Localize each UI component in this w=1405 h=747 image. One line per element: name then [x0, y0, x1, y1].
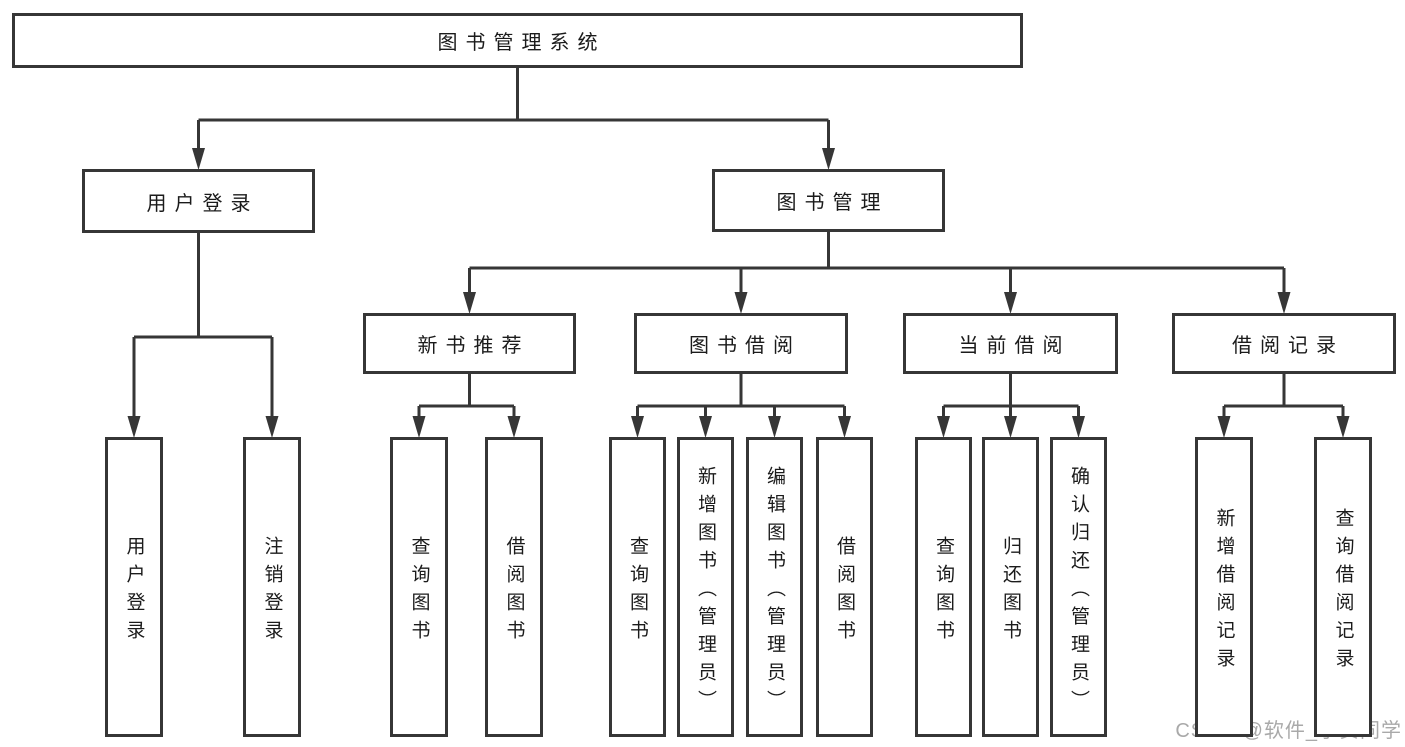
- node-label: 当前借阅: [958, 335, 1071, 357]
- diagram-node-ul-login: 用户登录: [105, 437, 163, 737]
- diagram-node-user-login: 用户登录: [82, 169, 315, 233]
- node-label: 图书借阅: [689, 335, 801, 357]
- node-label: 编辑图书（管理员）: [764, 465, 785, 718]
- arrowhead-down-icon: [127, 416, 141, 438]
- arrowhead-down-icon: [1336, 416, 1350, 438]
- node-label: 用户登录: [123, 535, 145, 648]
- diagram-node-root: 图书管理系统: [12, 13, 1023, 68]
- diagram-node-ul-logout: 注销登录: [243, 437, 301, 737]
- node-label: 新书推荐: [417, 335, 530, 357]
- node-label: 归还图书: [1000, 535, 1021, 648]
- node-label: 借阅图书: [834, 535, 855, 648]
- arrowhead-down-icon: [507, 416, 521, 438]
- diagram-node-borrow-records: 借阅记录: [1172, 313, 1396, 374]
- node-label: 用户登录: [146, 192, 259, 215]
- arrowhead-down-icon: [699, 416, 712, 438]
- arrowhead-down-icon: [1072, 416, 1085, 438]
- node-label: 新增图书（管理员）: [695, 465, 716, 718]
- diagram-node-bb-add: 新增图书（管理员）: [677, 437, 734, 737]
- node-label: 查询图书: [627, 535, 648, 648]
- arrowhead-down-icon: [412, 416, 426, 438]
- arrowhead-down-icon: [734, 292, 748, 314]
- diagram-node-cb-confirm: 确认归还（管理员）: [1050, 437, 1107, 737]
- arrowhead-down-icon: [1217, 416, 1231, 438]
- diagram-node-bb-borrow: 借阅图书: [816, 437, 873, 737]
- diagram-node-cb-query: 查询图书: [915, 437, 972, 737]
- node-label: 新增借阅记录: [1213, 507, 1235, 676]
- node-label: 查询图书: [408, 535, 430, 648]
- diagram-node-cb-return: 归还图书: [982, 437, 1039, 737]
- arrowhead-down-icon: [838, 416, 851, 438]
- arrowhead-down-icon: [1004, 292, 1017, 314]
- diagram-node-bb-query: 查询图书: [609, 437, 666, 737]
- diagram-node-br-add: 新增借阅记录: [1195, 437, 1253, 737]
- arrowhead-down-icon: [192, 148, 205, 170]
- diagram-node-book-borrow: 图书借阅: [634, 313, 848, 374]
- arrowhead-down-icon: [1277, 292, 1291, 314]
- node-label: 借阅图书: [503, 535, 525, 648]
- node-label: 查询借阅记录: [1332, 507, 1354, 676]
- arrowhead-down-icon: [631, 416, 644, 438]
- arrowhead-down-icon: [822, 148, 835, 170]
- diagram-node-current-borrow: 当前借阅: [903, 313, 1118, 374]
- diagram-node-nb-query: 查询图书: [390, 437, 448, 737]
- diagram-node-br-query: 查询借阅记录: [1314, 437, 1372, 737]
- arrowhead-down-icon: [1004, 416, 1017, 438]
- node-label: 图书管理: [776, 192, 889, 214]
- diagram-node-book-mgmt: 图书管理: [712, 169, 945, 232]
- diagram-node-new-book-rec: 新书推荐: [363, 313, 576, 374]
- arrowhead-down-icon: [265, 416, 279, 438]
- node-label: 借阅记录: [1232, 335, 1344, 357]
- diagram-node-bb-edit: 编辑图书（管理员）: [746, 437, 803, 737]
- arrowhead-down-icon: [768, 416, 781, 438]
- arrowhead-down-icon: [937, 416, 950, 438]
- node-label: 图书管理系统: [437, 32, 606, 54]
- node-label: 查询图书: [933, 535, 954, 648]
- node-label: 确认归还（管理员）: [1068, 465, 1089, 718]
- diagram-node-nb-borrow: 借阅图书: [485, 437, 543, 737]
- arrowhead-down-icon: [463, 292, 476, 314]
- node-label: 注销登录: [261, 535, 283, 648]
